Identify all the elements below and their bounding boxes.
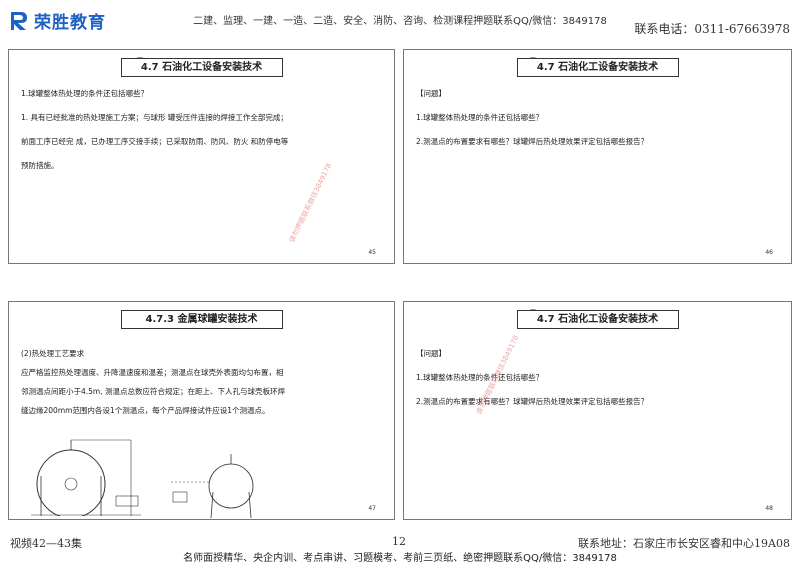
- brand-logo: 荣胜教育: [8, 8, 106, 33]
- slide-line: 应严格监控热处理温度、升降温速度和温差；测温点在球壳外表面均匀布置，相: [21, 368, 284, 377]
- slide-line: 1.球罐整体热处理的条件还包括哪些？: [416, 373, 544, 382]
- sphere-tank-diagram: [21, 436, 151, 519]
- slide-body: 1.球罐整体热处理的条件还包括哪些？ 1. 具有已经批准的热处理施工方案；与球形…: [21, 88, 382, 184]
- thermocouple-diagram: [169, 452, 269, 519]
- slide-48: 4.7 石油化工设备安装技术 【问题】 1.球罐整体热处理的条件还包括哪些？ 2…: [403, 301, 792, 520]
- slide-line: 1.球罐整体热处理的条件还包括哪些？: [21, 89, 149, 98]
- slide-46: 4.7 石油化工设备安装技术 【问题】 1.球罐整体热处理的条件还包括哪些？ 2…: [403, 49, 792, 264]
- slide-body: (2)热处理工艺要求 应严格监控热处理温度、升降温速度和温差；测温点在球壳外表面…: [21, 348, 382, 429]
- slide-line: 2.测温点的布置要求有哪些？球罐焊后热处理效果评定包括哪些报告？: [416, 397, 649, 406]
- page-number: 46: [765, 249, 773, 256]
- slide-line: 缝边缘200mm范围内各设1个测温点，每个产品焊接试件应设1个测温点。: [21, 406, 270, 415]
- slide-body: 【问题】 1.球罐整体热处理的条件还包括哪些？ 2.测温点的布置要求有哪些？球罐…: [416, 88, 779, 160]
- slide-45: 4.7 石油化工设备安装技术 1.球罐整体热处理的条件还包括哪些？ 1. 具有已…: [8, 49, 395, 264]
- slide-title: 4.7 石油化工设备安装技术: [516, 58, 679, 77]
- slide-line: 预防措施。: [21, 161, 59, 170]
- slide-line: 前面工序已经完 成，已办理工序交接手续；已采取防雨、防风、防火 和防停电等: [21, 137, 289, 146]
- slide-body: 【问题】 1.球罐整体热处理的条件还包括哪些？ 2.测温点的布置要求有哪些？球罐…: [416, 348, 779, 420]
- page-number: 47: [368, 505, 376, 512]
- slide-title: 4.7.3 金属球罐安装技术: [120, 310, 283, 329]
- logo-icon: [8, 10, 30, 32]
- video-label: 视频42—43集: [10, 537, 82, 550]
- top-banner: 二建、监理、一建、一造、二造、安全、消防、咨询、检测课程押题联系QQ/微信：38…: [193, 16, 607, 27]
- page-number-footer: 12: [392, 535, 406, 548]
- slide-line: 1. 具有已经批准的热处理施工方案；与球形 罐受压件连接的焊接工作全部完成；: [21, 113, 288, 122]
- logo-text: 荣胜教育: [34, 13, 106, 33]
- slide-line: 1.球罐整体热处理的条件还包括哪些？: [416, 113, 544, 122]
- slide-title: 4.7 石油化工设备安装技术: [120, 58, 283, 77]
- slide-47: 4.7.3 金属球罐安装技术 (2)热处理工艺要求 应严格监控热处理温度、升降温…: [8, 301, 395, 520]
- contact-phone: 联系电话：0311-67663978: [634, 22, 790, 36]
- slide-line: 【问题】: [416, 89, 446, 98]
- slide-title: 4.7 石油化工设备安装技术: [516, 310, 679, 329]
- contact-address: 联系地址：石家庄市长安区睿和中心19A08: [578, 537, 790, 550]
- page-number: 48: [765, 505, 773, 512]
- bottom-banner: 名师面授精华、央企内训、考点串讲、习题模考、考前三页纸、绝密押题联系QQ/微信：…: [183, 553, 617, 564]
- slide-line: 邻测温点间距小于4.5m, 测温点总数应符合规定；在距上、下人孔与球壳板环焊: [21, 387, 285, 396]
- page-number: 45: [368, 249, 376, 256]
- slide-line: (2)热处理工艺要求: [21, 349, 85, 358]
- slide-line: 【问题】: [416, 349, 446, 358]
- slide-line: 2.测温点的布置要求有哪些？球罐焊后热处理效果评定包括哪些报告？: [416, 137, 649, 146]
